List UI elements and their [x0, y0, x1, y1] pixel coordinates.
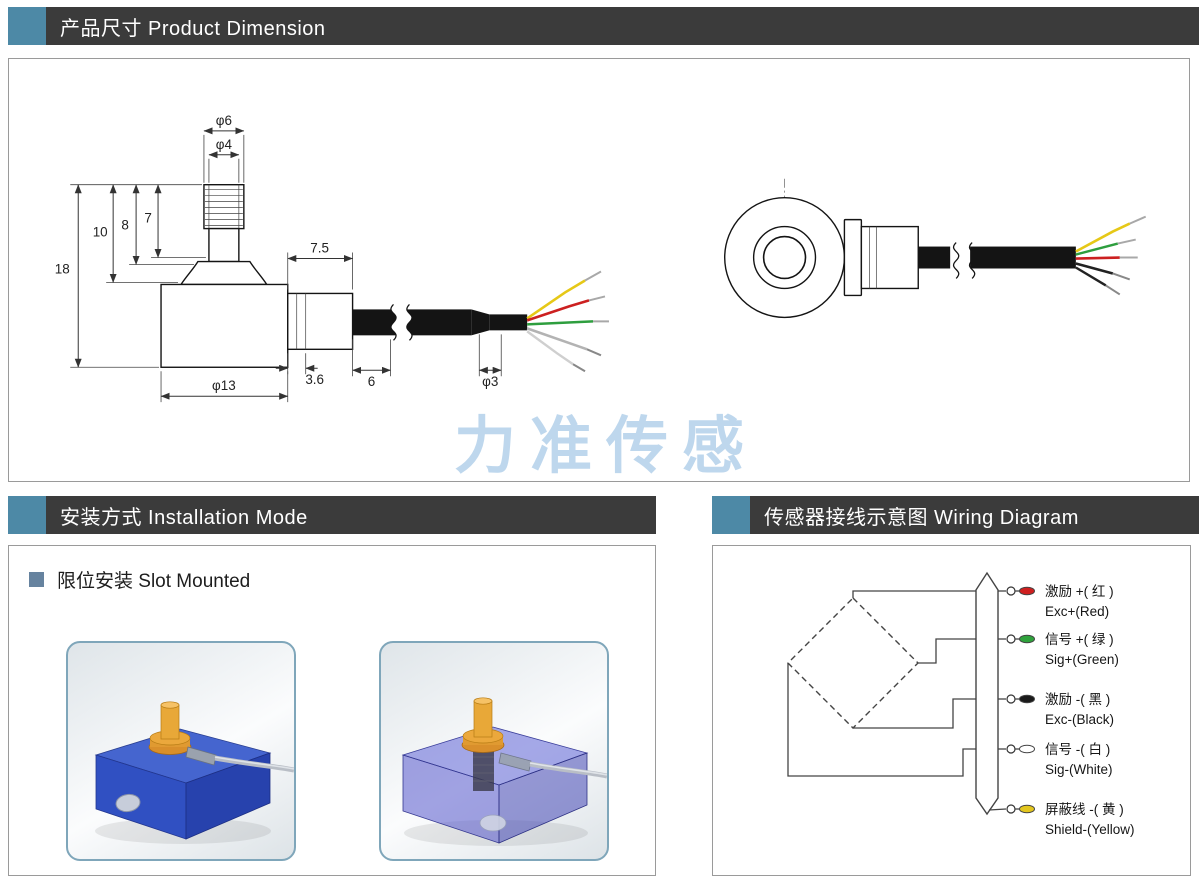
cable-wires	[526, 270, 609, 373]
terminal-exc-plus: 激励 +( 红 ) Exc+(Red)	[998, 584, 1114, 619]
wire-bead-red	[1019, 586, 1035, 596]
front-view-drawing	[724, 178, 1147, 319]
dim-phi6: φ6	[216, 113, 232, 128]
wiring-panel: 激励 +( 红 ) Exc+(Red) 信号 +( 绿 ) Sig+(Green…	[712, 545, 1191, 876]
product-dimension-panel: φ6 φ4 7.5 7 8 10 18	[8, 58, 1190, 482]
side-view-dimensions: φ6 φ4 7.5 7 8 10 18	[55, 113, 502, 403]
dimension-drawing: φ6 φ4 7.5 7 8 10 18	[55, 113, 1147, 403]
wire-bead-green	[1019, 634, 1035, 644]
accent-square-icon	[8, 7, 46, 45]
wire-bead-yellow	[1019, 804, 1035, 814]
dim-10: 10	[93, 225, 108, 240]
wire-label-en: Shield-(Yellow)	[1045, 822, 1135, 837]
render-transparent-block	[401, 697, 607, 846]
dim-8: 8	[121, 218, 128, 233]
wiring-header: 传感器接线示意图 Wiring Diagram	[712, 496, 1199, 534]
dim-phi13: φ13	[212, 378, 236, 393]
bullet-square-icon	[29, 572, 44, 587]
slot-mounted-label: 限位安装 Slot Mounted	[57, 571, 251, 592]
accent-square-icon	[712, 496, 750, 534]
installation-title: 安装方式 Installation Mode	[46, 496, 656, 534]
dim-6: 6	[368, 374, 375, 389]
cable-bundle	[975, 571, 999, 816]
wire-label-en: Exc-(Black)	[1045, 712, 1114, 727]
render-solid-block	[94, 701, 294, 844]
cable-wires-front	[1075, 215, 1147, 296]
wire-label-cn: 信号 +( 绿 )	[1045, 632, 1114, 647]
wiring-diagram: 激励 +( 红 ) Exc+(Red) 信号 +( 绿 ) Sig+(Green…	[787, 571, 1135, 837]
wheatstone-bridge	[787, 597, 919, 729]
wire-label-cn: 激励 -( 黑 )	[1045, 692, 1110, 707]
wire-label-en: Sig+(Green)	[1045, 652, 1119, 667]
installation-header: 安装方式 Installation Mode	[8, 496, 656, 534]
dim-18: 18	[55, 261, 70, 276]
installation-render-solid	[66, 641, 296, 861]
wire-label-cn: 信号 -( 白 )	[1045, 742, 1110, 757]
accent-square-icon	[8, 496, 46, 534]
dim-phi4: φ4	[216, 137, 233, 152]
terminal-sig-minus: 信号 -( 白 ) Sig-(White)	[998, 742, 1113, 777]
side-view-drawing: φ6 φ4 7.5 7 8 10 18	[55, 113, 609, 403]
wire-label-cn: 屏蔽线 -( 黄 )	[1045, 802, 1124, 817]
dim-7: 7	[144, 211, 151, 226]
wire-bead-black	[1019, 694, 1035, 704]
dim-7-5: 7.5	[310, 241, 329, 256]
product-dimension-header: 产品尺寸 Product Dimension	[8, 7, 1199, 45]
wire-bead-white	[1019, 744, 1035, 754]
product-dimension-title: 产品尺寸 Product Dimension	[46, 7, 1199, 45]
terminal-sig-plus: 信号 +( 绿 ) Sig+(Green)	[998, 632, 1119, 667]
dim-3-6: 3.6	[305, 372, 324, 387]
terminal-exc-minus: 激励 -( 黑 ) Exc-(Black)	[998, 692, 1114, 727]
wire-label-en: Exc+(Red)	[1045, 604, 1109, 619]
installation-render-transparent	[379, 641, 609, 861]
installation-panel: 限位安装 Slot Mounted	[8, 545, 656, 876]
wire-label-en: Sig-(White)	[1045, 762, 1113, 777]
terminal-shield: 屏蔽线 -( 黄 ) Shield-(Yellow)	[1006, 802, 1135, 837]
wire-label-cn: 激励 +( 红 )	[1045, 584, 1114, 599]
dim-phi3: φ3	[482, 374, 498, 389]
wiring-title: 传感器接线示意图 Wiring Diagram	[750, 496, 1199, 534]
slot-mounted-row: 限位安装 Slot Mounted	[29, 566, 250, 593]
